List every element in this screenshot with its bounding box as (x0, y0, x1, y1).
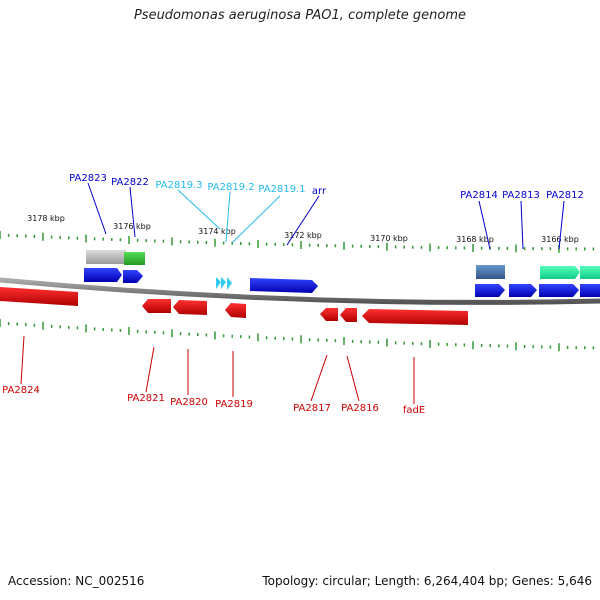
gene-arrow-pa2820[interactable] (173, 300, 207, 315)
reverse-features (0, 287, 468, 325)
gene-label-arr[interactable]: arr (312, 186, 327, 197)
gene-arrow-pa2822[interactable] (123, 270, 143, 283)
genome-backbone (0, 277, 600, 305)
leader-pa2819-1 (231, 195, 281, 244)
kbp-label-3172: 3172 kbp (284, 231, 322, 240)
gene-arrow-fade[interactable] (362, 309, 468, 325)
gene-arrow-pa2813[interactable] (509, 284, 537, 297)
kbp-label-3178: 3178 kbp (27, 214, 65, 223)
rna-marker-1[interactable] (216, 277, 221, 289)
gene-label-pa2823[interactable]: PA2823 (69, 173, 107, 184)
gene-label-pa2824[interactable]: PA2824 (2, 385, 40, 396)
gene-bar-aqua-1[interactable] (540, 266, 580, 279)
leader-pa2819-3 (177, 189, 221, 230)
gene-label-pa2817[interactable]: PA2817 (293, 403, 331, 414)
scale-ticks-bottom (0, 319, 595, 352)
gene-arrow-pa2823[interactable] (84, 268, 122, 282)
gene-arrow-pa2812[interactable] (539, 284, 579, 297)
gene-arrow-pa2819[interactable] (225, 303, 246, 318)
leader-pa2817 (310, 354, 328, 402)
kbp-label-3174: 3174 kbp (198, 227, 236, 236)
gene-bar-aqua-2[interactable] (580, 266, 600, 279)
gene-label-fade[interactable]: fadE (403, 405, 425, 416)
gene-label-pa2812[interactable]: PA2812 (546, 190, 584, 201)
gene-label-pa2819-2[interactable]: PA2819.2 (207, 182, 254, 193)
leader-pa2823 (87, 182, 107, 235)
kbp-label-3170: 3170 kbp (370, 234, 408, 243)
leader-pa2821 (145, 346, 155, 393)
gene-label-pa2819[interactable]: PA2819 (215, 399, 253, 410)
gene-label-pa2816[interactable]: PA2816 (341, 403, 379, 414)
gene-label-pa2821[interactable]: PA2821 (127, 393, 165, 404)
leader-pa2824 (20, 335, 25, 385)
scale-ticks-top (0, 231, 595, 253)
gene-arrow-pa2821[interactable] (142, 299, 171, 313)
gene-label-pa2814[interactable]: PA2814 (460, 190, 498, 201)
gene-arrow-pa2814[interactable] (475, 284, 505, 297)
gene-arrow-arr[interactable] (250, 278, 318, 293)
gene-label-pa2819-1[interactable]: PA2819.1 (258, 184, 305, 195)
rna-marker-3[interactable] (227, 277, 232, 290)
leader-arr (286, 195, 320, 246)
leader-pa2819-2 (225, 191, 231, 243)
rna-marker-2[interactable] (221, 277, 226, 289)
gene-bar-pa2822-green[interactable] (124, 252, 145, 265)
genome-title: Pseudomonas aeruginosa PAO1, complete ge… (133, 8, 467, 23)
kbp-label-3168: 3168 kbp (456, 235, 494, 244)
genome-summary-text: Topology: circular; Length: 6,264,404 bp… (262, 574, 592, 588)
gene-label-pa2820[interactable]: PA2820 (170, 397, 208, 408)
gene-arrow-next[interactable] (580, 284, 600, 297)
gene-arrow-pa2816[interactable] (340, 308, 357, 322)
leader-pa2813 (520, 200, 524, 250)
gene-arrow-pa2824[interactable] (0, 287, 78, 306)
leader-pa2822 (129, 186, 136, 238)
gene-label-pa2822[interactable]: PA2822 (111, 177, 149, 188)
gene-arrow-pa2817[interactable] (320, 308, 338, 321)
leader-pa2816 (346, 355, 360, 402)
forward-features (84, 250, 600, 297)
leader-pa2812 (558, 200, 565, 250)
gene-label-pa2819-3[interactable]: PA2819.3 (155, 180, 202, 191)
leader-pa2814 (478, 200, 491, 250)
gene-bar-pa2814-steel[interactable] (476, 265, 505, 279)
kbp-label-3176: 3176 kbp (113, 222, 151, 231)
accession-text: Accession: NC_002516 (8, 574, 145, 588)
gene-label-pa2813[interactable]: PA2813 (502, 190, 540, 201)
gene-bar-pa2823-pseudo[interactable] (86, 250, 126, 264)
